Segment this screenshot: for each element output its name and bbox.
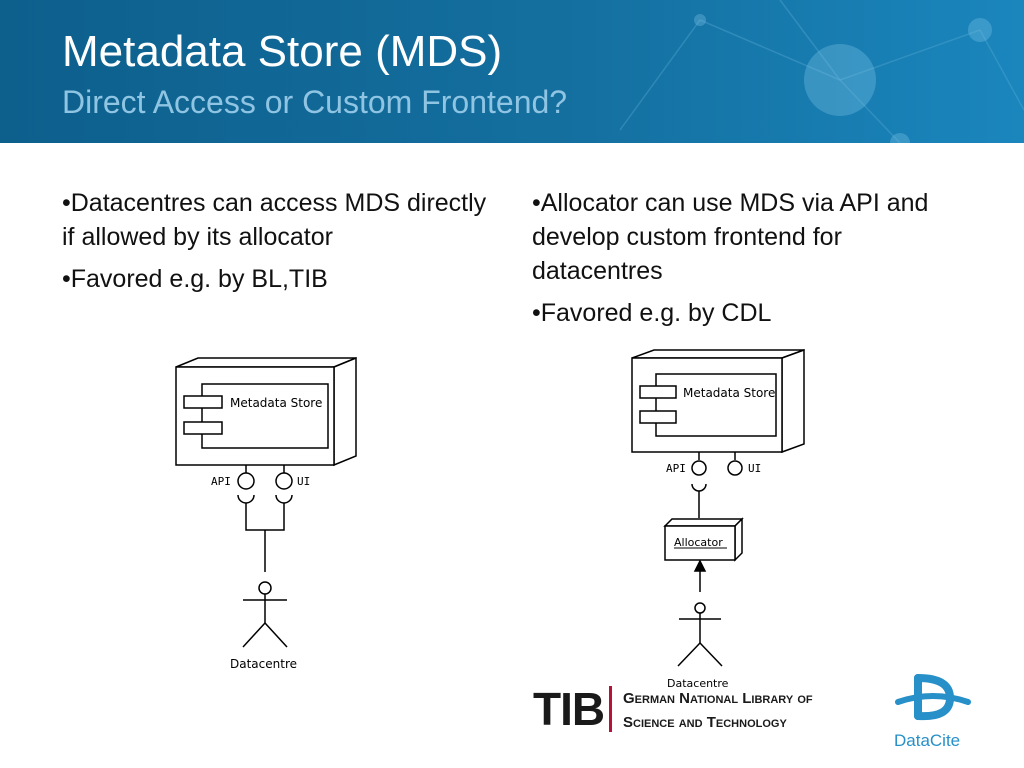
left-diagram xyxy=(175,356,357,648)
right-diagram xyxy=(631,348,805,667)
left-column: •Datacentres can access MDS directly if … xyxy=(62,186,502,304)
right-component xyxy=(655,373,777,437)
left-api-label: API xyxy=(211,475,231,488)
left-node-side xyxy=(333,356,357,467)
datacite-logo: DataCite xyxy=(894,674,971,750)
right-bullet-2: •Favored e.g. by CDL xyxy=(532,299,772,327)
allocator-box-side xyxy=(734,517,743,562)
tib-divider xyxy=(609,686,612,732)
tib-wordmark: TIB xyxy=(533,684,604,735)
tib-line-1: German National Library of xyxy=(623,690,813,707)
right-api-socket xyxy=(691,483,707,492)
left-component-tab-1 xyxy=(183,395,223,409)
allocator-box-top xyxy=(663,518,744,527)
right-actor-figure xyxy=(677,602,723,667)
right-column: •Allocator can use MDS via API and devel… xyxy=(532,186,972,338)
left-bullet-2: •Favored e.g. by BL,TIB xyxy=(62,265,328,293)
right-actor-label: Datacentre xyxy=(667,677,729,690)
arrow-head xyxy=(693,559,707,572)
datacite-emblem-icon xyxy=(895,674,971,721)
tib-line-2: Science and Technology xyxy=(623,714,787,731)
left-ui-label: UI xyxy=(297,475,310,488)
right-api-label: API xyxy=(666,462,686,475)
left-actor-label: Datacentre xyxy=(230,657,297,671)
slide-header: Metadata Store (MDS) Direct Access or Cu… xyxy=(0,0,1024,143)
right-ui-port xyxy=(727,460,743,476)
allocator-label: Allocator xyxy=(674,536,723,549)
left-actor-figure xyxy=(242,581,288,648)
datacite-name: DataCite xyxy=(894,731,960,750)
left-node-box xyxy=(175,357,357,368)
left-connector xyxy=(245,503,285,572)
right-api-port xyxy=(691,460,707,476)
left-bullet-1: •Datacentres can access MDS directly if … xyxy=(62,189,487,251)
left-ui-socket xyxy=(275,494,293,504)
tib-logo: TIB German National Library of Science a… xyxy=(533,684,813,735)
left-api-port xyxy=(237,472,255,490)
right-ui-label: UI xyxy=(748,462,761,475)
right-component-tab-2 xyxy=(639,410,677,424)
right-component-label: Metadata Store xyxy=(683,386,775,400)
left-component-label: Metadata Store xyxy=(230,396,322,410)
left-component xyxy=(201,383,329,449)
right-bullet-1: •Allocator can use MDS via API and devel… xyxy=(532,189,929,285)
network-background-graphic xyxy=(619,0,1024,143)
slide-subtitle: Direct Access or Custom Frontend? xyxy=(62,84,568,120)
slide-title: Metadata Store (MDS) xyxy=(62,27,503,76)
left-component-tab-2 xyxy=(183,421,223,435)
left-ui-port xyxy=(275,472,293,490)
right-node-top xyxy=(631,349,805,359)
left-api-socket xyxy=(237,494,255,504)
right-node-side xyxy=(781,348,805,454)
right-component-tab-1 xyxy=(639,385,677,399)
